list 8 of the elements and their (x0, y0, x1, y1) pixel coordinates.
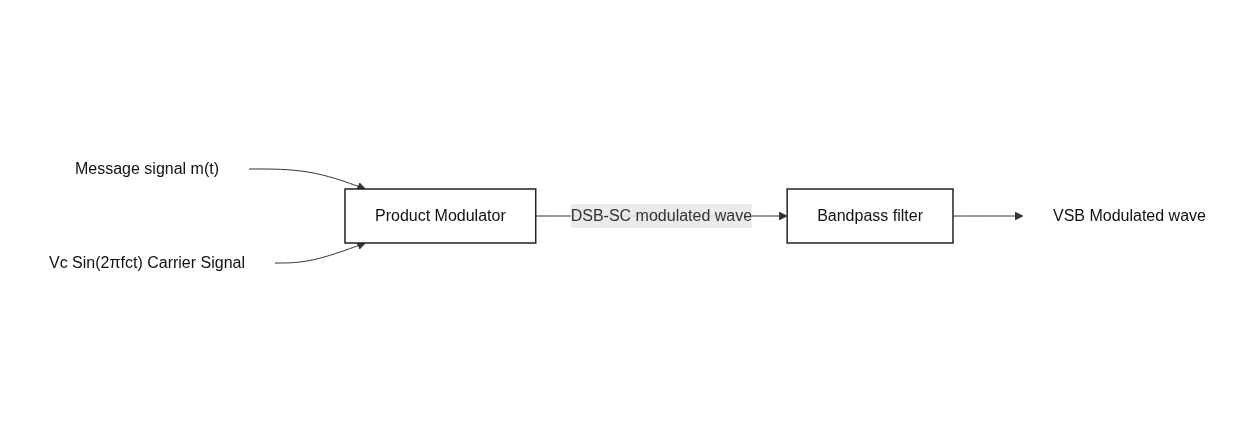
node-text: Vc Sin(2πfct) Carrier Signal (48, 254, 245, 271)
node-text: VSB Modulated wave (1052, 207, 1206, 224)
node-box: Product Modulator (343, 188, 536, 244)
edge-label: DSB-SC modulated wave (570, 207, 752, 224)
arrow (952, 211, 1023, 221)
arrow (248, 168, 366, 191)
node-text: Message signal m(t) (74, 160, 219, 177)
node-box: Bandpass filter (785, 188, 954, 244)
